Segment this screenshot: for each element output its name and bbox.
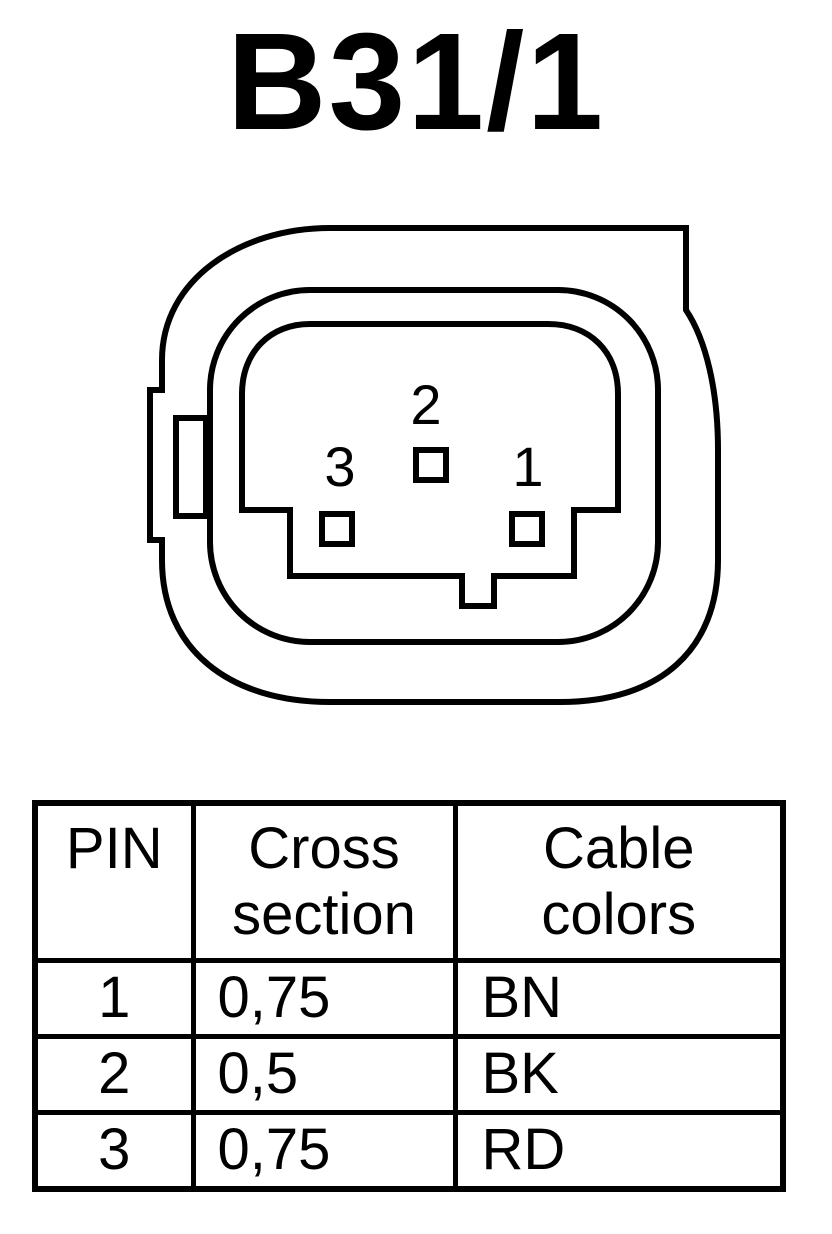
header-color-line2: colors	[541, 882, 697, 947]
pin-3-contact	[319, 511, 355, 547]
header-pin: PIN	[32, 800, 196, 963]
header-pin-text: PIN	[65, 816, 163, 881]
pin-1-contact	[509, 511, 545, 547]
header-cross-line1: Cross	[248, 816, 400, 881]
connector-diagram: 2 3 1	[147, 225, 721, 705]
row-2-pin: 2	[32, 1033, 196, 1115]
header-cable-colors: Cable colors	[452, 800, 786, 963]
table-row: 2 0,5 BK	[32, 1033, 786, 1115]
table-row: 3 0,75 RD	[32, 1109, 786, 1192]
row-3-pin: 3	[32, 1109, 196, 1192]
row-1-pin: 1	[32, 958, 196, 1039]
row-1-cross-section: 0,75	[190, 958, 458, 1039]
connector-socket	[239, 321, 621, 609]
row-2-cable-color: BK	[452, 1033, 786, 1115]
header-cross-section: Cross section	[190, 800, 458, 963]
header-cross-line2: section	[232, 882, 416, 947]
header-color-line1: Cable	[542, 816, 695, 881]
row-3-cable-color: RD	[452, 1109, 786, 1192]
pin-2-contact	[413, 447, 449, 483]
row-3-cross-section: 0,75	[190, 1109, 458, 1192]
row-1-cable-color: BN	[452, 958, 786, 1039]
connector-title: B31/1	[226, 5, 606, 159]
pin-3-label: 3	[324, 435, 355, 498]
row-2-cross-section: 0,5	[190, 1033, 458, 1115]
connector-latch	[173, 415, 209, 519]
table-row: 1 0,75 BN	[32, 958, 786, 1039]
pin-1-label: 1	[512, 435, 543, 498]
table-header-row: PIN Cross section Cable colors	[32, 800, 786, 963]
pin-2-label: 2	[410, 373, 441, 436]
connector-inner-rim	[207, 287, 661, 645]
connector-housing-outline	[147, 225, 721, 705]
pin-assignment-table: PIN Cross section Cable colors 1 0,75 BN…	[32, 800, 786, 1192]
